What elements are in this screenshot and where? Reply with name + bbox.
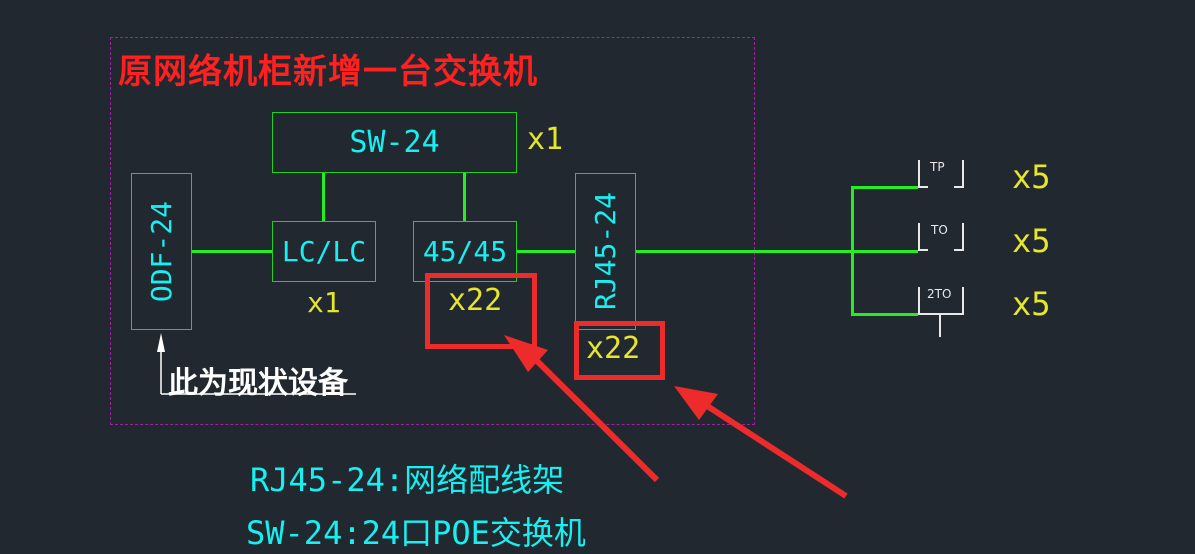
rj4524-box: RJ45-24 xyxy=(575,173,636,330)
outlet-tp: TP xyxy=(918,160,964,190)
patch-4545-box: 45/45 xyxy=(413,221,517,282)
outlet-2to-qty: x5 xyxy=(1012,285,1051,323)
link-sw-lclc xyxy=(322,173,325,221)
existing-leader-arrow-icon xyxy=(157,333,165,352)
sw24-qty: x1 xyxy=(527,122,564,157)
patch-4545-qty: x22 xyxy=(448,283,503,318)
outlet-tp-qty: x5 xyxy=(1012,158,1051,196)
cabinet-boundary xyxy=(110,37,755,425)
outlet-2to-label: 2TO xyxy=(927,287,952,301)
rj4524-qty-highlight xyxy=(574,321,665,380)
existing-leader-line xyxy=(157,333,356,395)
rj4524-qty: x22 xyxy=(586,331,641,366)
outlet-tp-label: TP xyxy=(930,160,945,174)
outlet-branch-2to xyxy=(851,313,918,316)
arrow-head-rj45-icon xyxy=(674,386,718,420)
outlet-to-qty: x5 xyxy=(1012,222,1051,260)
outlet-branch-tp xyxy=(851,186,918,189)
outlet-bus-vertical xyxy=(851,186,854,316)
lclc-qty: x1 xyxy=(307,286,341,319)
link-rj45-outlets xyxy=(635,250,918,253)
odf24-box: ODF-24 xyxy=(131,173,192,330)
link-odf-lclc xyxy=(192,250,272,253)
lclc-box: LC/LC xyxy=(272,221,376,282)
outlet-to: TO xyxy=(918,223,964,253)
cabinet-title: 原网络机柜新增一台交换机 xyxy=(118,52,538,92)
legend-rj45: RJ45-24:网络配线架 xyxy=(250,461,565,499)
link-4545-rj45 xyxy=(516,250,576,253)
existing-note: 此为现状设备 xyxy=(168,366,348,401)
sw24-box: SW-24 xyxy=(272,112,517,173)
sw24-label: SW-24 xyxy=(349,125,440,160)
arrow-head-patch-icon xyxy=(504,335,548,372)
link-sw-4545 xyxy=(463,173,466,221)
arrow-to-rj45-qty xyxy=(696,397,848,499)
lclc-label: LC/LC xyxy=(281,235,367,268)
patch-4545-label: 45/45 xyxy=(422,235,508,268)
patch-4545-qty-highlight xyxy=(425,273,537,349)
outlet-to-label: TO xyxy=(931,223,948,237)
outlet-2to: 2TO xyxy=(918,287,964,339)
arrow-to-patch-qty xyxy=(525,349,660,483)
legend-sw24: SW-24:24口POE交换机 xyxy=(246,514,586,552)
